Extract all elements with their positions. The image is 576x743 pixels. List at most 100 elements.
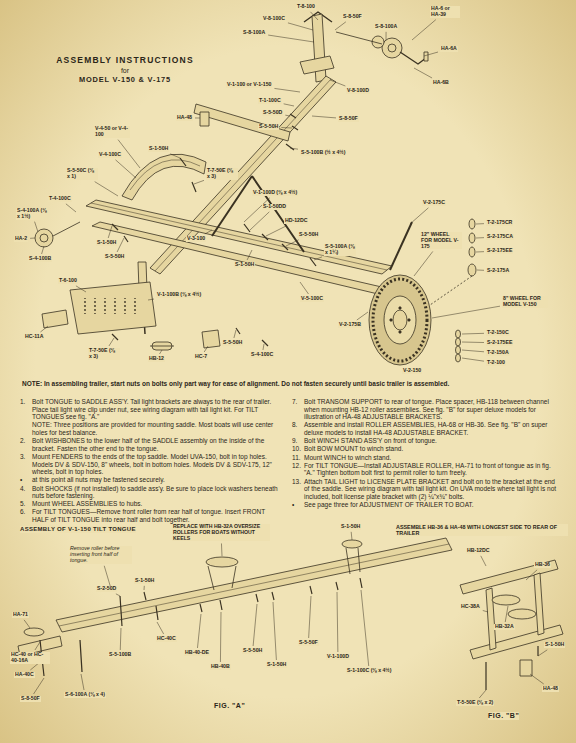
leader-line xyxy=(310,12,318,20)
leader-line xyxy=(414,251,433,276)
leader-line xyxy=(194,180,204,184)
leader-line xyxy=(221,543,223,556)
part-number: V-8-100D xyxy=(346,88,370,94)
part-number: S-8-50F xyxy=(342,14,363,20)
part-number: S-5-100A (⅜ x 1¼) xyxy=(324,244,356,256)
part-number: S-5-50C (⅜ x 1) xyxy=(66,168,98,180)
part-number: S-4-100B xyxy=(28,256,52,262)
leader-line xyxy=(477,270,484,271)
part-number: HC-11A xyxy=(24,334,44,340)
step-number: 1. xyxy=(20,398,32,421)
part-number: T-2-150C xyxy=(486,330,510,336)
leader-line xyxy=(412,20,436,40)
winch-stand xyxy=(300,14,334,82)
part-number: V-4-100C xyxy=(98,152,122,158)
leader-line xyxy=(462,333,484,335)
leader-line xyxy=(109,338,114,346)
tail-light-bracket xyxy=(42,310,68,328)
leader-line xyxy=(505,606,508,622)
wheel xyxy=(369,275,431,365)
part-number: T-7-50E (⅜ x 3) xyxy=(206,168,238,180)
part-number: T-8-100 xyxy=(296,4,316,10)
part-number: S-1-50H xyxy=(544,642,565,648)
step-number: 2. xyxy=(20,437,32,452)
part-number: S-5-100B (½ x 4½) xyxy=(300,150,346,156)
step-number: 9. xyxy=(292,437,304,445)
part-number: T-2-100 xyxy=(486,360,506,366)
part-number: S-4-100A (⅜ x 1½) xyxy=(16,208,48,220)
leader-line xyxy=(410,208,428,224)
leader-line xyxy=(300,282,308,294)
leader-line xyxy=(205,230,212,234)
part-number: S-2-50D xyxy=(96,586,117,592)
part-number: T-6-100 xyxy=(58,278,78,284)
leader-line xyxy=(526,570,537,580)
part-number: V-4-50 or V-4-100 xyxy=(94,126,130,138)
part-number: S-8-100A xyxy=(242,30,266,36)
callout-note: Remove roller before inserting front hal… xyxy=(70,546,132,564)
leader-line xyxy=(330,80,345,86)
part-number: HA-48 xyxy=(542,686,559,692)
leader-line xyxy=(30,238,35,239)
leader-line xyxy=(253,604,257,646)
channel xyxy=(70,282,156,334)
leader-line xyxy=(35,642,40,650)
leader-line xyxy=(530,674,544,684)
part-number: S-4-100C xyxy=(250,352,274,358)
part-number: V-1-100D (⅜ x 4½) xyxy=(252,190,298,196)
part-number: S-6-100A (⅜ x 4) xyxy=(64,692,106,698)
leader-line xyxy=(263,344,264,350)
tilt-tongue xyxy=(18,538,452,676)
part-number: HA-6B xyxy=(432,80,450,86)
instruction-text: Bolt WISHBONES to the lower half of the … xyxy=(32,437,282,452)
leader-line xyxy=(281,127,292,129)
part-number: V-2-175C xyxy=(422,200,446,206)
instruction-row: 6.For TILT TONGUES—Remove front roller f… xyxy=(20,508,282,523)
part-number: S-5-50H xyxy=(104,254,125,260)
leader-line xyxy=(35,222,38,232)
leader-line xyxy=(268,35,314,42)
leader-line xyxy=(170,154,180,158)
instruction-row: 3.Mount FENDERS to the ends of the top s… xyxy=(20,453,282,476)
text-column: 7.Bolt TRANSOM SUPPORT to rear of tongue… xyxy=(292,398,560,509)
part-number: HA-2 xyxy=(14,236,28,242)
part-number: T-7-50E (⅜ x 3) xyxy=(88,348,120,360)
leader-line xyxy=(309,596,311,638)
instruction-row: 12.For TILT TONGUE—Install ADJUSTABLE RO… xyxy=(292,462,560,477)
part-number: S-5-50D xyxy=(262,110,283,116)
part-number: V-3-100 xyxy=(186,236,206,242)
part-number: HA-6 or HA-39 xyxy=(430,6,460,18)
leader-line xyxy=(95,182,118,196)
leader-line xyxy=(462,350,484,352)
hub-parts-8 xyxy=(456,330,461,362)
instruction-text: Attach TAIL LIGHT to LICENSE PLATE BRACK… xyxy=(304,478,560,501)
figure-heading: ASSEMBLY OF V-1-150 TILT TONGUE xyxy=(20,526,136,533)
part-number: S-1-50H xyxy=(148,146,169,152)
part-number: S-5-50H xyxy=(242,648,263,654)
part-number: S-2-175EE xyxy=(486,340,513,346)
part-number: S-1-50H xyxy=(96,240,117,246)
leader-line xyxy=(34,678,44,694)
leader-line xyxy=(273,602,276,660)
part-number: S-5-50H xyxy=(298,232,319,238)
step-number: • xyxy=(292,501,304,509)
part-number: S-1-50H xyxy=(134,578,155,584)
part-number: HB-40-DE xyxy=(184,650,210,656)
note-text: NOTE: In assembling trailer, start nuts … xyxy=(22,380,562,387)
tilt-bolts xyxy=(80,578,362,672)
instruction-row: NOTE: Three positions are provided for m… xyxy=(20,421,282,436)
instruction-text: See page three for ADJUSTMENT OF TRAILER… xyxy=(304,501,560,509)
instruction-row: 7.Bolt TRANSOM SUPPORT to rear of tongue… xyxy=(292,398,560,421)
leader-line xyxy=(288,23,313,30)
transom-support xyxy=(194,104,290,141)
step-number: 8. xyxy=(292,421,304,436)
figure-heading: ASSEMBLE HB-36 & HA-48 WITH LONGEST SIDE… xyxy=(396,524,568,536)
leader-line xyxy=(286,240,299,246)
part-number: HB-32A xyxy=(494,624,515,630)
part-number: HA-48 xyxy=(176,115,193,121)
leader-line xyxy=(204,346,208,352)
part-number: HC-40 or HC-40-16A xyxy=(10,652,50,664)
instruction-row: •See page three for ADJUSTMENT OF TRAILE… xyxy=(292,501,560,509)
part-number: S-2-175CA xyxy=(486,234,514,240)
